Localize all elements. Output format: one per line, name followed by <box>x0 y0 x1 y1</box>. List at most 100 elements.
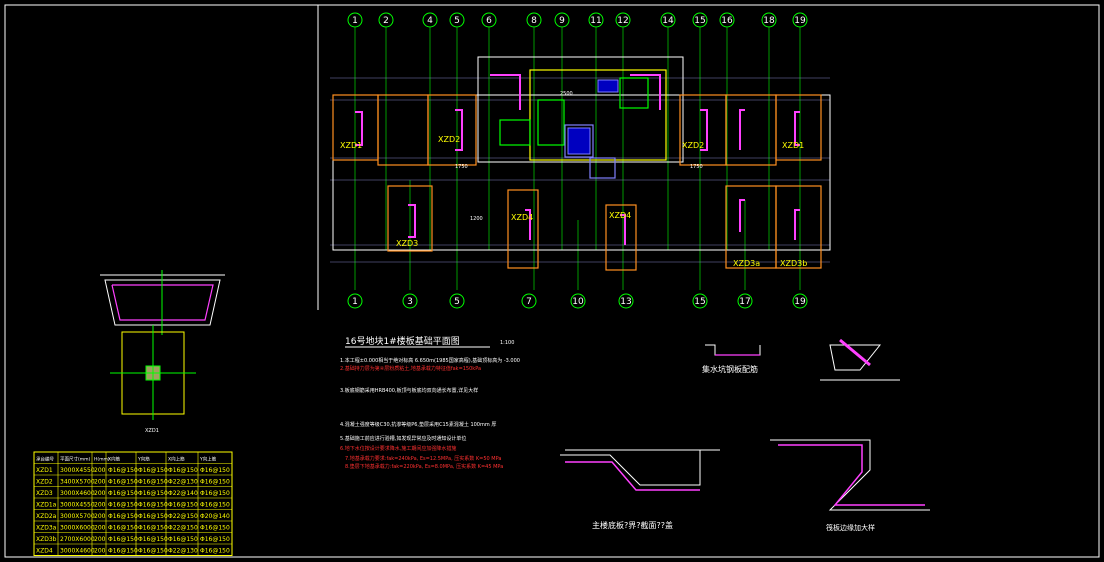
svg-text:7: 7 <box>526 297 532 307</box>
pile-cap-label: XZD3a <box>733 259 760 268</box>
table-cell: 200 <box>94 513 106 520</box>
axis-bubble-top: 2 <box>378 12 394 28</box>
pile-cap-label: XZD1 <box>340 141 362 150</box>
pile-cap-label: XZD1 <box>782 141 804 150</box>
table-cell: 200 <box>94 467 106 474</box>
axis-bubble-top: 1 <box>347 12 363 28</box>
svg-text:14: 14 <box>662 16 674 26</box>
table-cell: Φ16@150 <box>108 548 138 555</box>
table-cell: Φ16@150 <box>138 536 168 543</box>
table-cell: Φ16@150 <box>138 467 168 474</box>
svg-text:1:100: 1:100 <box>500 340 514 346</box>
table-header-cell: Y向筋 <box>137 456 150 463</box>
table-cell: Φ16@150 <box>168 502 198 509</box>
table-cell: Φ22@130 <box>168 548 198 555</box>
table-cell: 200 <box>94 502 106 509</box>
grid-lines-horizontal <box>330 77 830 263</box>
axis-bubble-bottom: 3 <box>402 293 418 309</box>
svg-text:5: 5 <box>454 16 460 26</box>
table-cell: XZD2 <box>36 479 53 486</box>
table-cell: Φ16@150 <box>200 525 230 532</box>
table-frame <box>33 451 233 556</box>
table-cell: 2700X6000 <box>60 536 95 543</box>
table-cell: Φ16@150 <box>138 479 168 486</box>
svg-text:XZD1: XZD1 <box>145 428 159 434</box>
table-cell: Φ16@150 <box>138 490 168 497</box>
table-cell: Φ16@150 <box>138 502 168 509</box>
svg-text:2500: 2500 <box>560 91 573 97</box>
table-cell: Φ16@150 <box>108 467 138 474</box>
axis-bubble-top: 9 <box>554 12 570 28</box>
svg-text:12: 12 <box>617 16 628 26</box>
grid-lines <box>354 27 801 290</box>
svg-text:16号地块1#楼板基础平面图: 16号地块1#楼板基础平面图 <box>345 335 460 347</box>
svg-text:8.垫层下地基承载力:fak=220kPa, Es=8.0M: 8.垫层下地基承载力:fak=220kPa, Es=8.0MPa, 压实系数 K… <box>345 463 503 470</box>
corner-detail <box>820 338 900 381</box>
table-cell: Φ16@150 <box>200 467 230 474</box>
pile-cap-label: XZD2 <box>682 141 704 150</box>
table-header-cell: 承台编号 <box>36 456 54 463</box>
table-cell: Φ16@150 <box>168 536 198 543</box>
table-cell: XZD3a <box>36 525 57 532</box>
table-cell: Φ16@150 <box>168 467 198 474</box>
axis-bubble-top: 12 <box>615 12 631 28</box>
svg-text:18: 18 <box>763 16 775 26</box>
sump-detail: 集水坑钢板配筋 <box>702 344 761 374</box>
table-cell: 3000X4600 <box>60 548 95 555</box>
table-cell: 3000X4550 <box>60 467 95 474</box>
svg-text:主楼底板?界?截面??盖: 主楼底板?界?截面??盖 <box>592 520 673 530</box>
svg-text:10: 10 <box>572 297 584 307</box>
svg-text:16: 16 <box>721 16 733 26</box>
core-walls <box>499 69 667 179</box>
pile-cap-label: XZD3 <box>396 239 418 248</box>
svg-text:1750: 1750 <box>455 164 468 170</box>
table-header-cell: H(mm) <box>94 457 110 463</box>
axis-bubble-bottom: 17 <box>737 293 753 309</box>
dimension-labels: 1750 1750 1200 2500 <box>455 91 703 222</box>
svg-text:1: 1 <box>352 297 358 307</box>
svg-text:9: 9 <box>559 16 565 26</box>
svg-text:2: 2 <box>383 16 389 26</box>
table-cell: Φ16@150 <box>108 513 138 520</box>
pile-caps <box>332 94 822 271</box>
axis-bubble-top: 4 <box>422 12 438 28</box>
table-cell: Φ16@150 <box>200 479 230 486</box>
svg-text:15: 15 <box>694 297 705 307</box>
svg-text:1750: 1750 <box>690 164 703 170</box>
table-cell: 3000X4550 <box>60 502 95 509</box>
table-cell: 3000X4600 <box>60 490 95 497</box>
svg-text:3.板底钢筋采用HRB400,板顶与板底均双向通长布置,详见: 3.板底钢筋采用HRB400,板顶与板底均双向通长布置,详见大样 <box>340 387 478 394</box>
axis-bubble-bottom: 19 <box>792 293 808 309</box>
svg-text:2.基础持力层为第④层粉质粘土,地基承载力特征值fak=15: 2.基础持力层为第④层粉质粘土,地基承载力特征值fak=150kPa <box>340 365 481 372</box>
pile-cap-label: XZD4 <box>511 213 533 222</box>
svg-text:1.本工程±0.000相当于绝对标高 6.650m(1985: 1.本工程±0.000相当于绝对标高 6.650m(1985国家高程),基础顶标… <box>340 357 520 364</box>
pile-cap-label: XZD4 <box>609 211 631 220</box>
svg-text:17: 17 <box>739 297 750 307</box>
drawing-frame <box>4 4 1100 558</box>
svg-text:7.地基承载力要求:fak=240kPa, Es=12.5M: 7.地基承载力要求:fak=240kPa, Es=12.5MPa, 压实系数 K… <box>345 455 501 462</box>
pile-cap-section <box>100 270 225 335</box>
axis-bubble-bottom: 5 <box>449 293 465 309</box>
axis-bubble-top: 18 <box>761 12 777 28</box>
table-cell: Φ22@150 <box>168 525 198 532</box>
table-cell: Φ16@150 <box>138 548 168 555</box>
table-cell: XZD1a <box>36 502 57 509</box>
table-cell: Φ16@150 <box>108 490 138 497</box>
table-cell: 200 <box>94 536 106 543</box>
table-cell: XZD4 <box>36 548 53 555</box>
table-cell: Φ16@150 <box>200 490 230 497</box>
axis-bubble-top: 19 <box>792 12 808 28</box>
table-header-cell: X向筋 <box>108 456 121 463</box>
axis-bubble-top: 15 <box>692 12 708 28</box>
table-header-cell: Y向上筋 <box>199 456 217 463</box>
pile-cap-label: XZD2 <box>438 135 460 144</box>
svg-text:5: 5 <box>454 297 460 307</box>
axis-bubble-top: 14 <box>660 12 676 28</box>
svg-text:集水坑钢板配筋: 集水坑钢板配筋 <box>702 364 758 374</box>
svg-text:13: 13 <box>620 297 631 307</box>
svg-text:5.基础施工前应进行验槽,如发现异常应及时通知设计单位: 5.基础施工前应进行验槽,如发现异常应及时通知设计单位 <box>340 435 466 442</box>
building-outline <box>332 56 831 251</box>
table-cell: XZD3b <box>36 536 57 543</box>
